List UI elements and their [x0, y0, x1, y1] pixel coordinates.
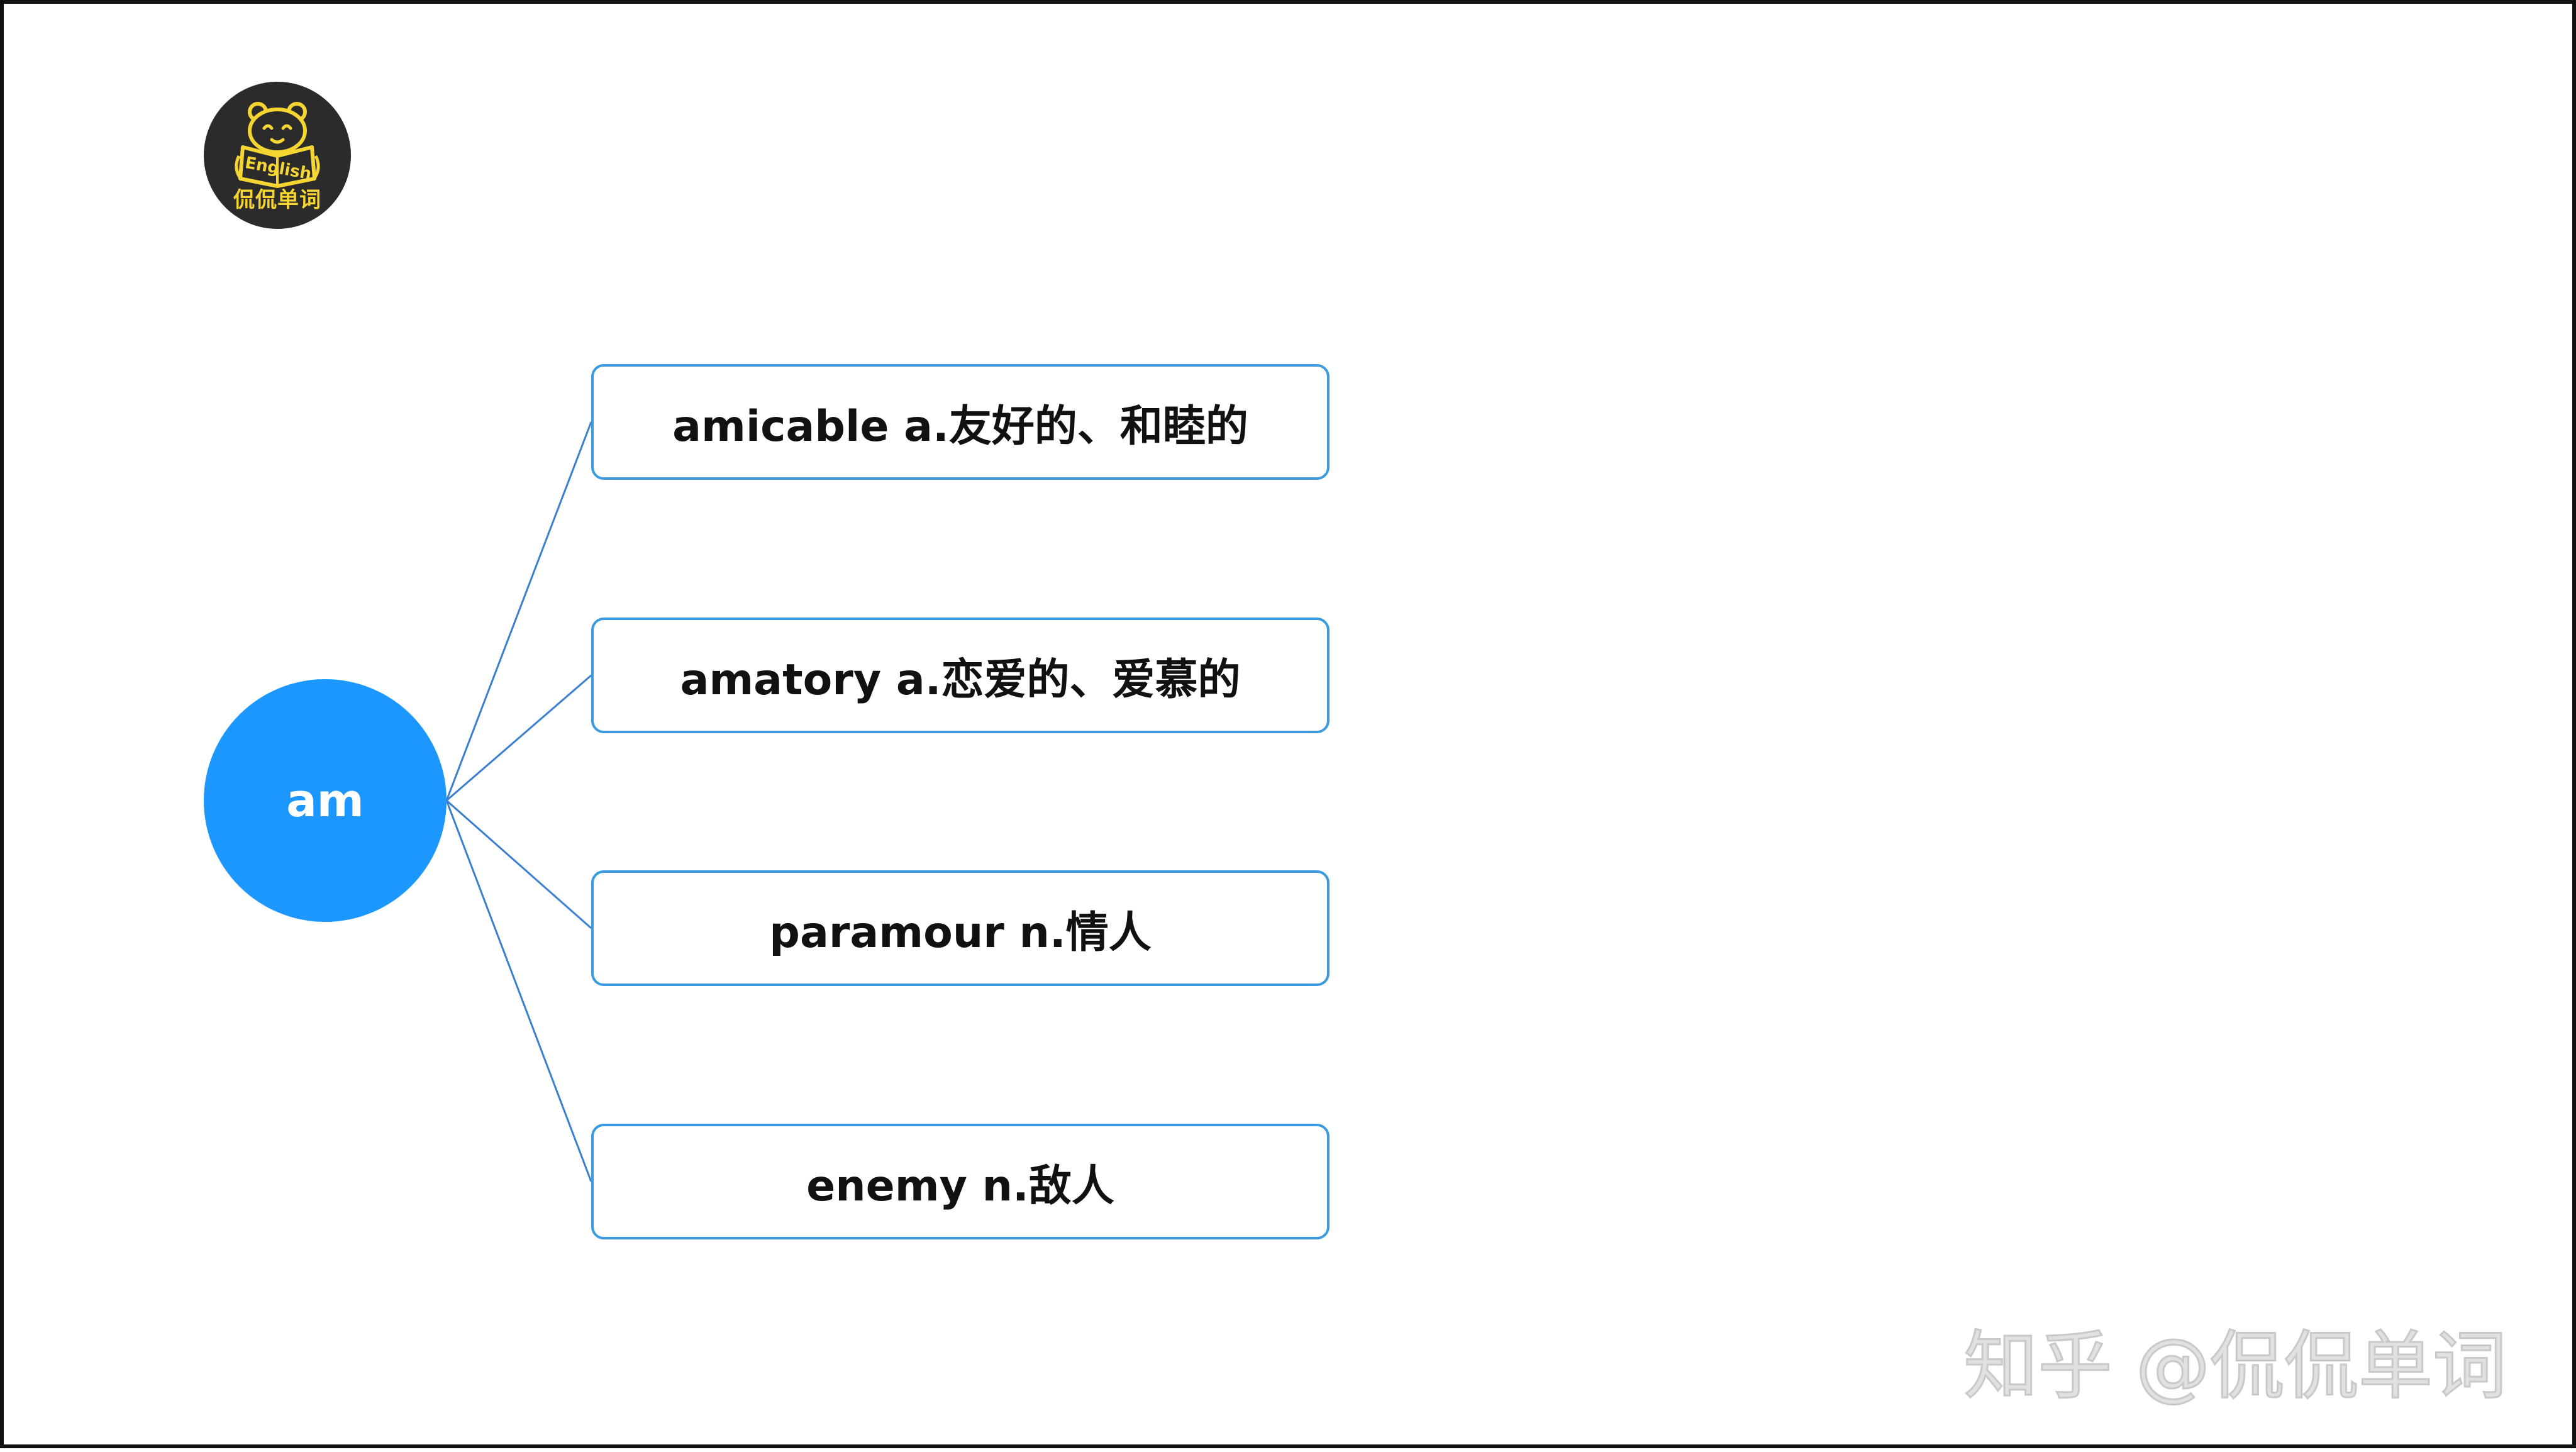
branch-label: paramour n.情人 — [769, 907, 1152, 958]
branch-connectors — [445, 421, 592, 1182]
branch-label: amatory a.恋爱的、爱慕的 — [680, 655, 1241, 705]
brand-logo: English 侃侃单词 — [204, 82, 351, 229]
root-label: am — [286, 774, 364, 827]
connector-line — [446, 799, 592, 929]
branch-node: enemy n.敌人 — [591, 1124, 1330, 1239]
panda-reading-book-icon: English — [235, 102, 320, 188]
root-node: am — [204, 679, 447, 922]
branch-label: enemy n.敌人 — [806, 1161, 1114, 1211]
branch-node: amicable a.友好的、和睦的 — [591, 364, 1330, 480]
connector-line — [445, 421, 592, 801]
connector-line — [445, 800, 592, 1182]
branch-node: paramour n.情人 — [591, 870, 1330, 986]
connector-line — [446, 674, 592, 802]
branch-label: amicable a.友好的、和睦的 — [672, 401, 1248, 452]
branch-node: amatory a.恋爱的、爱慕的 — [591, 618, 1330, 733]
logo-caption: 侃侃单词 — [233, 187, 321, 213]
watermark: 知乎 @侃侃单词 — [1963, 1322, 2508, 1410]
